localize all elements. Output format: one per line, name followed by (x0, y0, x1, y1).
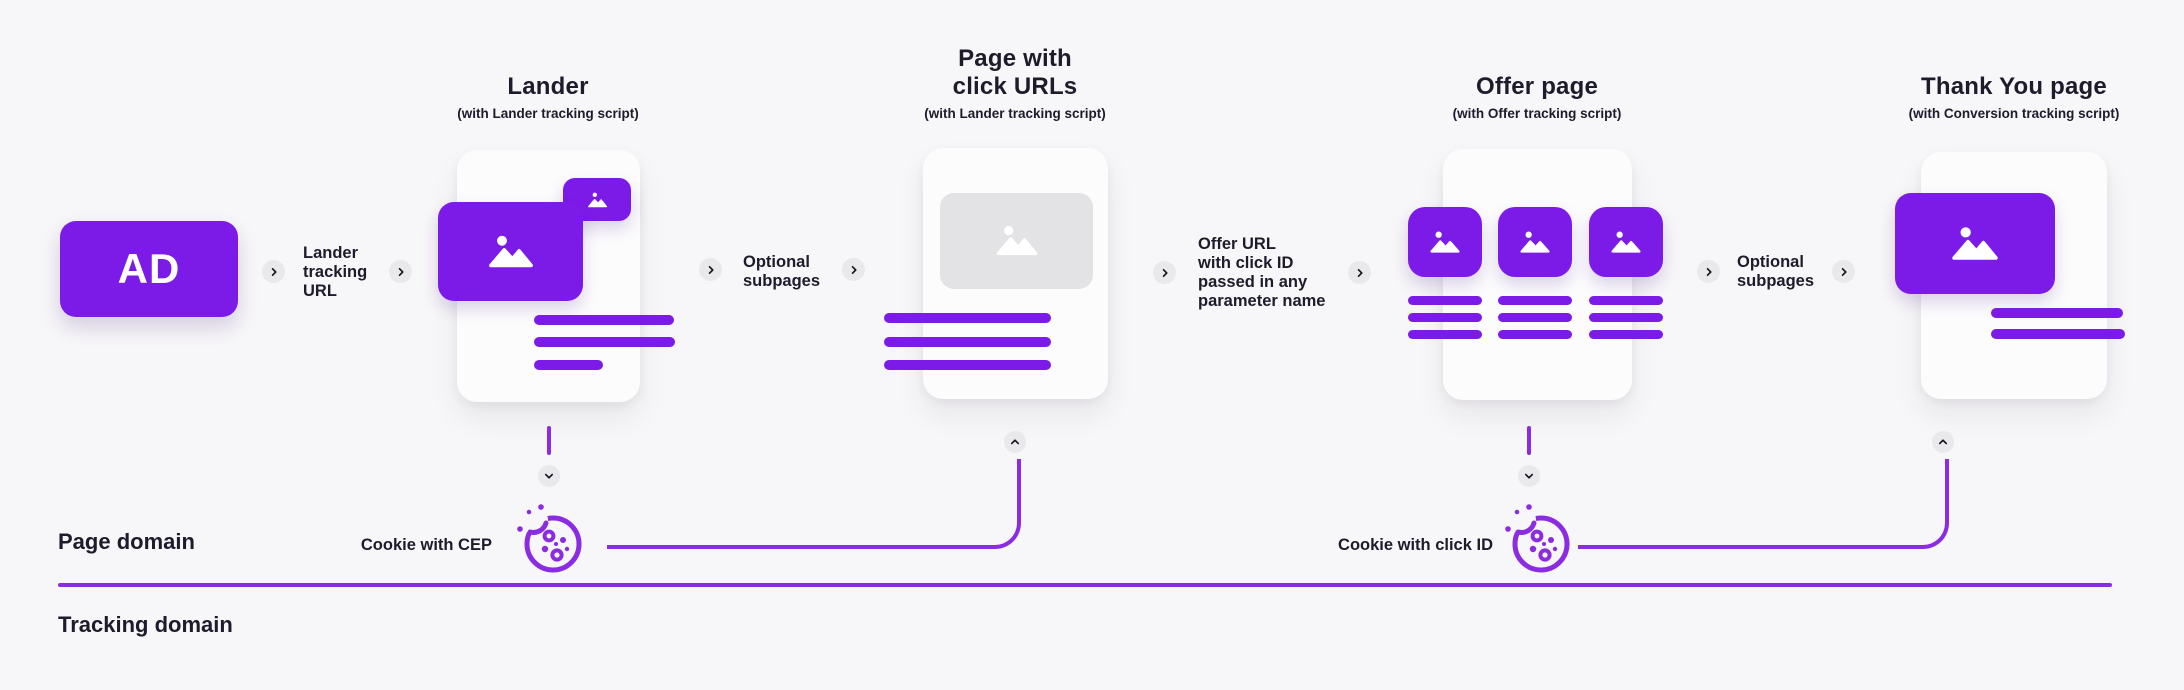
chevron-right-icon (1832, 260, 1855, 283)
lander-tracking-url-label: Lander tracking URL (303, 244, 368, 300)
text-line-bar (884, 313, 1051, 323)
text-line-bar (1408, 313, 1482, 322)
text-line-bar (884, 360, 1051, 370)
chevron-up-icon (1004, 431, 1026, 453)
cookie-icon (512, 502, 588, 578)
image-placeholder (1498, 207, 1572, 277)
lander-heading: Lander (with Lander tracking script) (388, 73, 708, 122)
text-line-bar (1991, 329, 2125, 339)
chevron-down-icon (538, 465, 560, 487)
image-icon (1430, 231, 1460, 253)
chevron-right-icon (699, 258, 722, 281)
text-line-bar (534, 360, 603, 370)
text-line-bar (1589, 296, 1663, 305)
ad-node: AD (60, 221, 238, 317)
connector-line (1527, 426, 1531, 455)
chevron-right-icon (1697, 260, 1720, 283)
image-placeholder (438, 202, 583, 301)
tracking-domain-label: Tracking domain (58, 612, 233, 637)
text-line-bar (1498, 330, 1572, 339)
text-line-bar (1498, 296, 1572, 305)
thank-you-title: Thank You page (1921, 73, 2107, 100)
image-icon (1952, 226, 1998, 260)
image-icon (996, 226, 1037, 256)
image-icon (488, 235, 533, 267)
lander-title: Lander (507, 73, 589, 100)
text-line-bar (884, 337, 1051, 347)
offer-title: Offer page (1475, 73, 1599, 100)
connector-elbow (607, 459, 1021, 549)
chevron-right-icon (842, 258, 865, 281)
optional-subpages-label: Optional subpages (1737, 253, 1815, 290)
image-icon (588, 192, 607, 207)
image-placeholder (1589, 207, 1663, 277)
cookie-click-id-label: Cookie with click ID (1338, 536, 1493, 554)
chevron-right-icon (1348, 261, 1371, 284)
text-line-bar (1991, 308, 2123, 318)
connector-line (547, 426, 551, 455)
optional-subpages-label: Optional subpages (743, 253, 821, 290)
image-icon (1520, 231, 1550, 253)
offer-url-label: Offer URL with click ID passed in any pa… (1198, 235, 1326, 310)
offer-heading: Offer page (with Offer tracking script) (1377, 73, 1697, 122)
chevron-down-icon (1518, 465, 1540, 487)
chevron-right-icon (1153, 261, 1176, 284)
click-urls-heading: Page with click URLs (with Lander tracki… (855, 45, 1175, 122)
click-urls-subtitle: (with Lander tracking script) (924, 106, 1106, 121)
text-line-bar (1589, 313, 1663, 322)
image-icon (1611, 231, 1641, 253)
lander-subtitle: (with Lander tracking script) (457, 106, 639, 121)
thank-you-heading: Thank You page (with Conversion tracking… (1854, 73, 2174, 122)
text-line-bar (1408, 296, 1482, 305)
chevron-right-icon (389, 260, 412, 283)
offer-subtitle: (with Offer tracking script) (1452, 106, 1622, 121)
image-placeholder (1408, 207, 1482, 277)
page-domain-label: Page domain (58, 529, 195, 554)
thank-you-subtitle: (with Conversion tracking script) (1908, 106, 2120, 121)
domain-separator-line (58, 583, 2112, 587)
click-urls-title: Page with click URLs (952, 45, 1078, 100)
chevron-right-icon (262, 260, 285, 283)
text-line-bar (534, 337, 675, 347)
text-line-bar (1408, 330, 1482, 339)
cookie-cep-label: Cookie with CEP (360, 536, 492, 554)
text-line-bar (534, 315, 674, 325)
cookie-icon (1500, 502, 1576, 578)
ad-label: AD (117, 245, 181, 292)
image-placeholder (1895, 193, 2055, 294)
text-line-bar (1589, 330, 1663, 339)
connector-elbow (1578, 459, 1949, 549)
text-line-bar (1498, 313, 1572, 322)
chevron-up-icon (1932, 431, 1954, 453)
image-placeholder-gray (940, 193, 1093, 289)
